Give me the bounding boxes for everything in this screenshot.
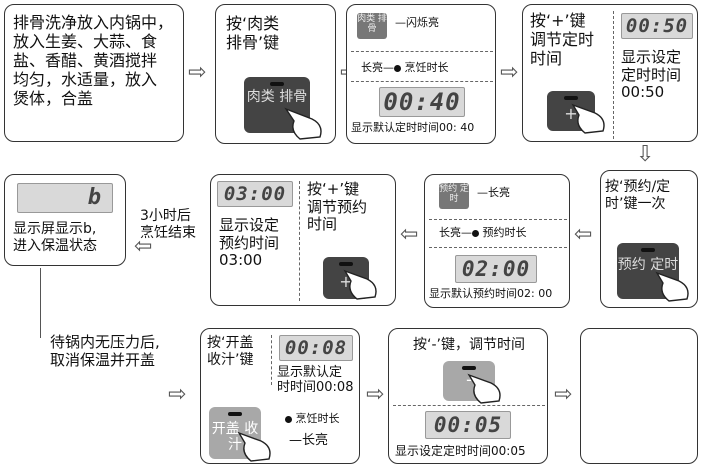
- pointing-hand-icon: [343, 269, 377, 300]
- step-13-box: [580, 328, 698, 464]
- flash-text: 闪烁亮: [406, 16, 439, 29]
- lcd-display: b: [17, 183, 113, 213]
- divider: [613, 11, 614, 139]
- step-9-caption: 显示屏显示b, 进入保温状态: [13, 221, 97, 254]
- cook-time-label: 烹饪时长: [404, 61, 449, 74]
- cook-time-indicator: 烹饪时长: [285, 412, 340, 426]
- step-12-caption: 显示设定定时时间00:05: [395, 444, 526, 458]
- steady-label: —长亮: [477, 186, 510, 199]
- pointing-hand-icon: [571, 103, 605, 134]
- step-12-text: 按‘-’键，调节时间: [413, 337, 525, 353]
- arrow-down: ⇩: [636, 142, 655, 167]
- long-label: 长亮: [439, 226, 461, 239]
- divider: [299, 181, 300, 301]
- pointing-hand-icon: [237, 431, 271, 462]
- divider: [429, 219, 567, 220]
- arrow-right-5: ⇨: [366, 382, 385, 407]
- divider: [351, 81, 493, 82]
- lcd-display: 03:00: [217, 181, 293, 207]
- step-4-text: 按‘+’键 调节定时 时间: [530, 11, 595, 68]
- indicator-dot-icon: [285, 415, 292, 423]
- cook-time-label: 烹饪时长: [295, 412, 340, 425]
- meat-ribs-button[interactable]: 肉类 排骨: [244, 77, 310, 133]
- divider: [351, 51, 493, 52]
- pointing-hand-icon: [655, 271, 689, 302]
- step-8-label: 3小时后 烹饪结束: [140, 208, 196, 241]
- step-1-box: 排骨洗净放入内锅中， 放入生姜、大蒜、食 盐、香醋、黄酒搅拌 均匀，水适量，放入…: [4, 4, 184, 142]
- long-label: —长亮: [289, 433, 329, 448]
- indicator-dot-icon: [394, 64, 401, 72]
- meat-ribs-mini-indicator: 肉类 排骨: [357, 13, 387, 39]
- step-9-box: b 显示屏显示b, 进入保温状态: [4, 174, 126, 266]
- flash-label: —闪烁亮: [395, 16, 439, 29]
- step-3-box: 肉类 排骨 —闪烁亮 长亮— 烹饪时长 00:40 显示默认定时时间00: 40: [346, 4, 496, 144]
- pointing-hand-icon: [467, 373, 501, 404]
- pointing-hand-icon: [284, 107, 322, 140]
- arrow-left-1: ⇦: [134, 234, 153, 259]
- step-11-box: 按‘开盖 收汁’键 00:08 显示默认定 时时间00:08 开盖 收汁 烹饪时…: [200, 328, 360, 464]
- step-12-box: 按‘-’键，调节时间 - 00:05 显示设定定时时间00:05: [388, 328, 548, 464]
- step-2-text: 按‘肉类 排骨’键: [226, 14, 280, 52]
- step-11-caption: 显示默认定 时时间00:08: [277, 365, 354, 396]
- step-4-caption: 显示设定 定时时间 00:50: [621, 48, 682, 102]
- arrow-right-4: ⇨: [168, 382, 187, 407]
- reserve-time-label: 预约时长: [482, 226, 527, 239]
- indicator-dot-icon: [472, 229, 479, 237]
- step-5-text: 按‘预约/定 时’键一次: [605, 179, 671, 212]
- step-7-text: 按‘+’键 调节预约 时间: [307, 180, 368, 234]
- reserve-mini-indicator: 预约 定时: [439, 183, 469, 209]
- long-label: 长亮: [361, 61, 383, 74]
- open-lid-reduce-button[interactable]: 开盖 收汁: [209, 407, 261, 459]
- connector-line: [40, 268, 41, 338]
- arrow-right-6: ⇨: [554, 382, 573, 407]
- step-2-box: 按‘肉类 排骨’键 肉类 排骨: [215, 4, 336, 144]
- lcd-display: 00:40: [379, 87, 465, 117]
- step-11-text: 按‘开盖 收汁’键: [207, 335, 254, 368]
- divider: [429, 247, 567, 248]
- step-6-box: 预约 定时 —长亮 长亮— 预约时长 02:00 显示默认预约时间02: 00: [424, 174, 570, 308]
- divider: [393, 405, 545, 406]
- step-4-box: 按‘+’键 调节定时 时间 00:50 显示设定 定时时间 00:50 +: [522, 4, 698, 142]
- lcd-display: 00:50: [621, 13, 693, 39]
- step-5-box: 按‘预约/定 时’键一次 预约 定时: [600, 170, 698, 308]
- step-1-text: 排骨洗净放入内锅中， 放入生姜、大蒜、食 盐、香醋、黄酒搅拌 均匀，水适量，放入…: [13, 13, 174, 108]
- arrow-left-2: ⇦: [400, 222, 419, 247]
- arrow-right-3: ⇨: [500, 60, 519, 85]
- step-7-caption: 显示设定 预约时间 03:00: [219, 216, 280, 270]
- step-3-caption: 显示默认定时时间00: 40: [351, 121, 475, 134]
- arrow-right-1: ⇨: [188, 60, 207, 85]
- arrow-left-3: ⇦: [574, 222, 593, 247]
- long-text: 长亮: [302, 433, 329, 448]
- lcd-display: 00:08: [279, 335, 353, 361]
- lcd-display: 00:05: [425, 411, 511, 439]
- reserve-time-indicator: 长亮— 预约时长: [439, 226, 527, 239]
- divider: [271, 335, 272, 385]
- step-10-label: 待锅内无压力后, 取消保温并开盖: [50, 333, 160, 369]
- lcd-display: 02:00: [455, 255, 537, 283]
- cook-time-indicator: 长亮— 烹饪时长: [361, 61, 449, 74]
- step-6-caption: 显示默认预约时间02: 00: [429, 287, 553, 300]
- step-7-box: 03:00 显示设定 预约时间 03:00 按‘+’键 调节预约 时间 +: [210, 174, 396, 306]
- steady-text: 长亮: [488, 186, 510, 199]
